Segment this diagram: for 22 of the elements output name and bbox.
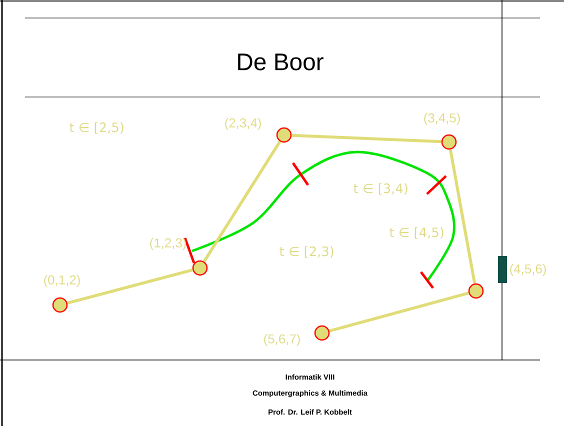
slide-title: De Boor (238, 54, 324, 70)
control-point (276, 127, 292, 143)
parameter-label: t ∈ [2,3) (280, 246, 334, 258)
polygon-edge (202, 140, 282, 262)
control-point (441, 134, 457, 150)
control-point (468, 283, 484, 299)
control-point (314, 325, 330, 341)
parameter-label: t ∈ [2,5) (70, 122, 124, 134)
polygon-edge (448, 149, 476, 284)
polygon-edge (292, 134, 442, 144)
polygon-edge (67, 268, 193, 304)
parameter-label: t ∈ [4,5) (390, 227, 444, 239)
control-point (192, 260, 208, 276)
point-label: (4,5,6) (510, 264, 546, 276)
point-label: (0,1,2) (44, 274, 80, 288)
control-point (52, 297, 68, 313)
parameter-label: t ∈ [3,4) (354, 183, 408, 195)
point-label: (1,2,3) (150, 238, 186, 250)
point-label: (5,6,7) (264, 334, 300, 346)
polygon-edge (328, 292, 470, 332)
point-label: (2,3,4) (225, 118, 261, 130)
point-label: (3,4,5) (424, 112, 460, 126)
